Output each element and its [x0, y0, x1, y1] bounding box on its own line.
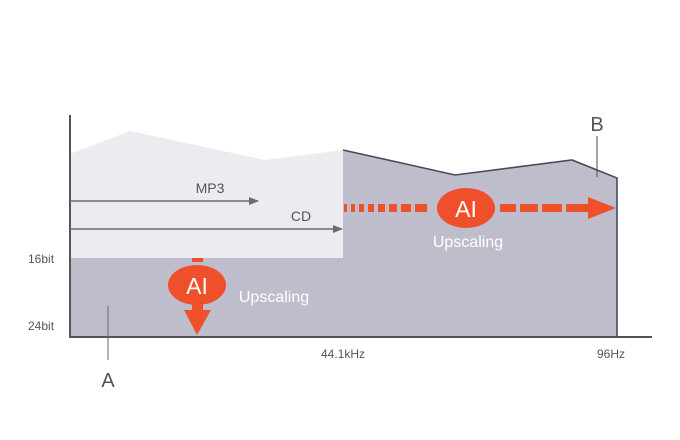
mp3-label: MP3: [196, 180, 225, 196]
callout-a: A: [101, 370, 115, 392]
horizontal-upscaling-arrow: [344, 197, 616, 219]
upscaling-caption-vertical: Upscaling: [239, 289, 309, 306]
upscaled-region-outline: [342, 149, 618, 338]
ai-badge-horizontal: [437, 188, 495, 228]
vertical-upscaling-arrow: [184, 258, 211, 335]
y-label-24bit: 24bit: [28, 319, 55, 333]
x-label-44khz: 44.1kHz: [321, 347, 365, 361]
y-label-16bit: 16bit: [28, 252, 55, 266]
callout-b: B: [590, 114, 603, 136]
ai-badge-horizontal-text: AI: [455, 196, 477, 222]
ai-badge-vertical: [168, 265, 226, 305]
ai-badge-vertical-text: AI: [186, 273, 208, 299]
cd-label: CD: [291, 208, 311, 224]
x-label-96hz: 96Hz: [597, 347, 625, 361]
original-region: [70, 131, 343, 258]
upscaling-caption-horizontal: Upscaling: [433, 234, 503, 251]
